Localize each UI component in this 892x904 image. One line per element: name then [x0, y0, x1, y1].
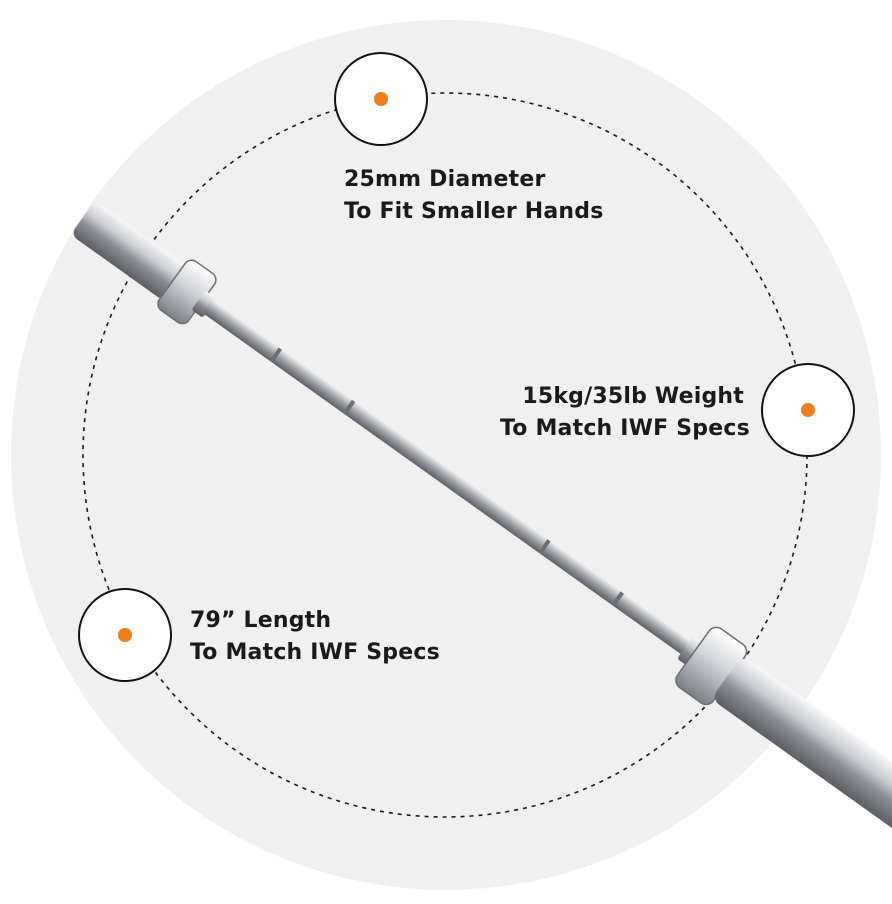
callout-diameter-line2: To Fit Smaller Hands: [344, 199, 604, 224]
orange-dot-icon: [801, 403, 815, 417]
ring-length: [78, 588, 172, 682]
callout-diameter-line1: 25mm Diameter: [344, 167, 546, 192]
callout-length: 79” Length To Match IWF Specs: [190, 605, 440, 669]
callout-weight-line2: To Match IWF Specs: [500, 416, 750, 441]
ring-diameter: [334, 52, 428, 146]
barbell: [73, 203, 892, 830]
background-circle: [11, 20, 881, 890]
orange-dot-icon: [118, 628, 132, 642]
ring-weight: [761, 363, 855, 457]
callout-weight: 15kg/35lb Weight To Match IWF Specs: [500, 381, 750, 445]
callout-weight-line1: 15kg/35lb Weight: [522, 384, 744, 409]
callout-diameter: 25mm Diameter To Fit Smaller Hands: [344, 164, 604, 228]
orange-dot-icon: [374, 92, 388, 106]
callout-length-line1: 79” Length: [190, 608, 332, 633]
callout-length-line2: To Match IWF Specs: [190, 640, 440, 665]
